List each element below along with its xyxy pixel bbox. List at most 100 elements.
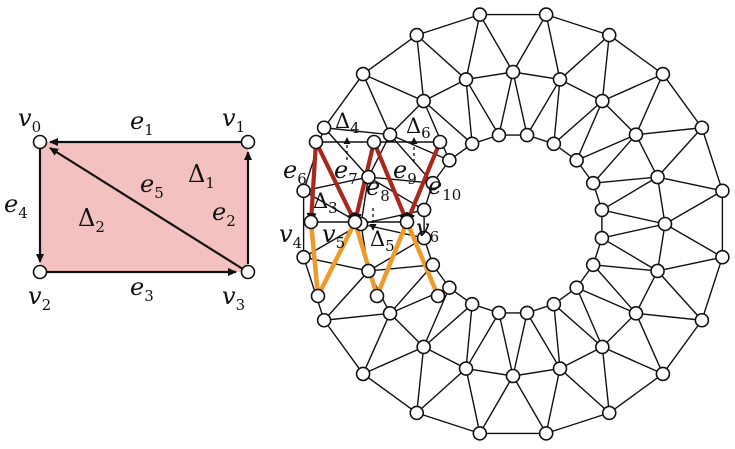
mesh-edge xyxy=(553,303,561,370)
mesh-edge xyxy=(635,127,703,136)
mesh-edge xyxy=(592,264,659,272)
mesh-edge xyxy=(512,71,561,81)
mesh-edge xyxy=(545,367,561,435)
label-v2: v2 xyxy=(28,282,51,314)
red-path-edge-e9 xyxy=(371,139,410,225)
mesh-node xyxy=(425,175,441,191)
mesh-edge xyxy=(635,312,703,321)
mesh-node xyxy=(628,306,644,321)
mesh-edge xyxy=(323,127,391,136)
mesh-edge xyxy=(575,133,637,162)
label-v1: v1 xyxy=(222,104,245,136)
mesh-edge xyxy=(512,312,528,377)
mesh-edge xyxy=(592,133,637,184)
mesh-edge xyxy=(575,286,637,315)
mesh-edge xyxy=(465,71,514,81)
mesh-node xyxy=(361,169,376,185)
strip-node xyxy=(432,134,448,150)
mesh-node xyxy=(442,280,457,295)
mesh-node xyxy=(601,27,617,43)
mesh-edge xyxy=(635,312,664,375)
mesh-edge xyxy=(362,34,418,75)
mesh-edge xyxy=(559,78,604,102)
mesh-edge xyxy=(662,73,703,129)
mesh-edge xyxy=(465,367,514,377)
mesh-edge xyxy=(608,373,664,414)
strip-node xyxy=(366,134,382,150)
mesh-node xyxy=(655,66,671,82)
mesh-node xyxy=(416,230,432,246)
label-e1: e1 xyxy=(130,107,154,139)
orange-path-edge xyxy=(308,219,321,299)
mesh-edge xyxy=(592,176,659,184)
mesh-edge xyxy=(479,13,514,73)
mesh-edge xyxy=(389,312,425,348)
mesh-node xyxy=(715,183,730,199)
mesh-edge xyxy=(512,367,561,377)
mesh-edge xyxy=(635,133,659,178)
mesh-node xyxy=(355,366,371,382)
mesh-node xyxy=(458,72,474,87)
mesh-node xyxy=(425,257,441,273)
strip-node xyxy=(369,288,385,304)
orange-path-edge xyxy=(404,219,441,299)
mesh-node xyxy=(505,368,521,384)
mesh-node xyxy=(361,263,376,279)
mesh-edge xyxy=(575,100,604,162)
mesh-edge xyxy=(656,176,666,225)
mesh-edge xyxy=(608,34,664,75)
mesh-edge xyxy=(362,373,418,414)
orange-path-edge xyxy=(315,219,358,299)
mesh-node xyxy=(505,64,521,80)
mesh-edge xyxy=(465,78,500,136)
label-v4: v4 xyxy=(279,220,302,252)
orange-path-edge xyxy=(374,219,410,299)
mesh-edge xyxy=(656,270,703,321)
mesh-node xyxy=(464,296,480,312)
mesh-edge xyxy=(389,133,451,162)
mesh-node xyxy=(491,305,507,321)
mesh-edge xyxy=(465,367,481,435)
mesh-edge xyxy=(592,264,637,315)
mesh-node xyxy=(416,93,431,109)
label-e3: e3 xyxy=(130,273,154,305)
mesh-edge xyxy=(701,127,724,192)
mesh-edge xyxy=(479,375,514,435)
mesh-node xyxy=(546,136,562,152)
mesh-node xyxy=(650,169,665,185)
mesh-edge xyxy=(559,367,610,414)
mesh-node xyxy=(316,120,332,136)
mesh-node xyxy=(585,257,601,273)
vertex-v6 xyxy=(399,214,415,230)
mesh-node xyxy=(442,153,457,168)
mesh-edge xyxy=(465,78,473,145)
mesh-edge xyxy=(545,13,610,36)
strip-node xyxy=(308,134,324,150)
mesh-edge xyxy=(601,346,664,375)
left-complex: v0 v1 v2 v3 e1 e2 e3 e4 e5 Δ1 Δ2 xyxy=(4,104,256,314)
mesh-annotations: Δ4 Δ6 Δ3 Δ5 e6 e7 e8 e9 e10 v4 v5 v6 xyxy=(279,109,461,255)
mesh-edge xyxy=(635,73,664,136)
mesh-edge xyxy=(422,78,467,102)
mesh-edge xyxy=(553,78,561,145)
mesh-edge xyxy=(601,209,666,225)
mesh-edge xyxy=(422,346,467,370)
mesh-node xyxy=(296,249,311,265)
mesh-edge xyxy=(656,127,703,178)
mesh-edge xyxy=(362,346,425,375)
mesh-edge xyxy=(465,303,473,370)
mesh-edge xyxy=(498,71,514,136)
label-tri-4: Δ4 xyxy=(335,109,360,137)
mesh-node xyxy=(458,361,474,376)
mesh-edge xyxy=(559,346,604,370)
orange-path-edge xyxy=(352,219,380,299)
mesh-edge xyxy=(362,73,425,102)
mesh-edge xyxy=(656,256,724,272)
mesh-edge xyxy=(553,100,604,145)
mesh-edge xyxy=(362,73,391,136)
strip-node xyxy=(310,288,326,304)
mesh-edge xyxy=(662,319,703,375)
mesh-edge xyxy=(559,34,610,81)
mesh-edge xyxy=(465,312,500,370)
label-v5: v5 xyxy=(322,220,345,252)
